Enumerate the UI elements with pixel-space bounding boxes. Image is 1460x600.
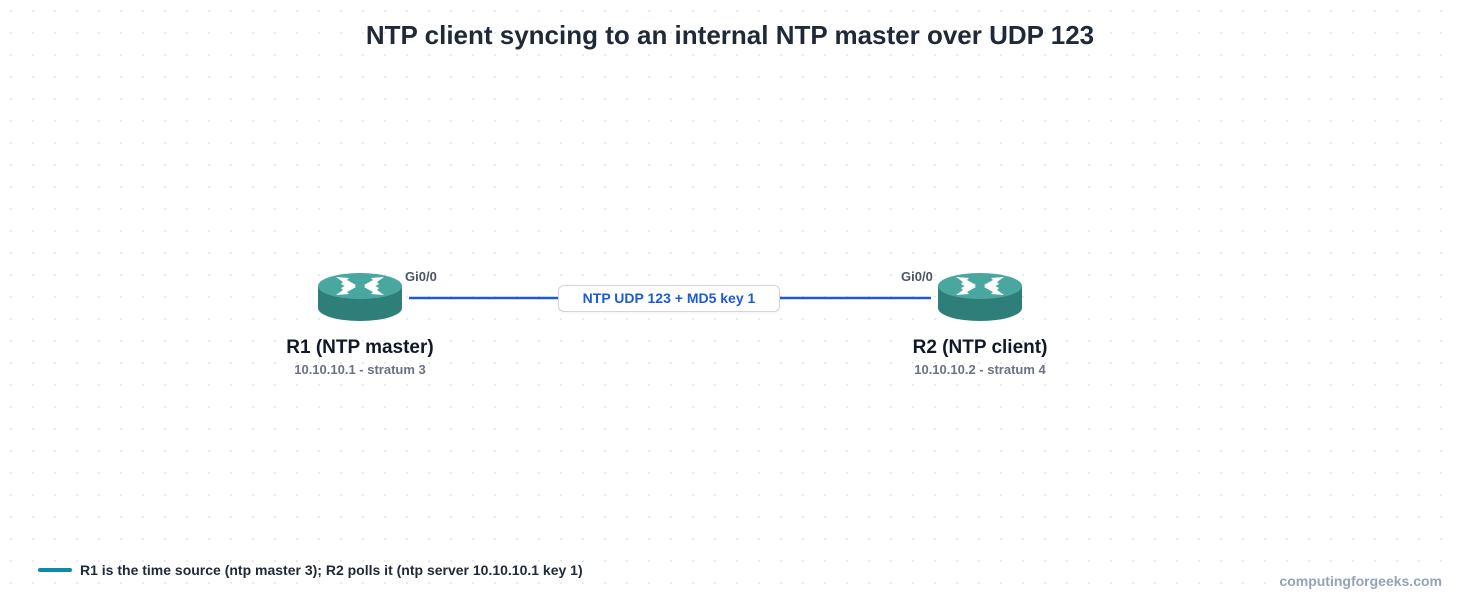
watermark: computingforgeeks.com	[1279, 573, 1442, 589]
link-label: NTP UDP 123 + MD5 key 1	[558, 285, 780, 312]
router-icon	[318, 273, 402, 321]
legend-text: R1 is the time source (ntp master 3); R2…	[80, 562, 583, 578]
r2-address: 10.10.10.2 - stratum 4	[914, 362, 1046, 377]
r1-address: 10.10.10.1 - stratum 3	[294, 362, 426, 377]
router-icon	[938, 273, 1022, 321]
legend-swatch	[38, 568, 72, 572]
r1-interface-label: Gi0/0	[405, 269, 437, 284]
r1-node-label: R1 (NTP master) 10.10.10.1 - stratum 3	[230, 337, 490, 377]
diagram-title: NTP client syncing to an internal NTP ma…	[365, 20, 1095, 50]
legend: R1 is the time source (ntp master 3); R2…	[38, 560, 583, 580]
r2-interface-label: Gi0/0	[901, 269, 933, 284]
r2-name: R2 (NTP client)	[912, 337, 1048, 358]
r2-node-label: R2 (NTP client) 10.10.10.2 - stratum 4	[850, 337, 1110, 377]
r1-name: R1 (NTP master)	[286, 337, 434, 358]
